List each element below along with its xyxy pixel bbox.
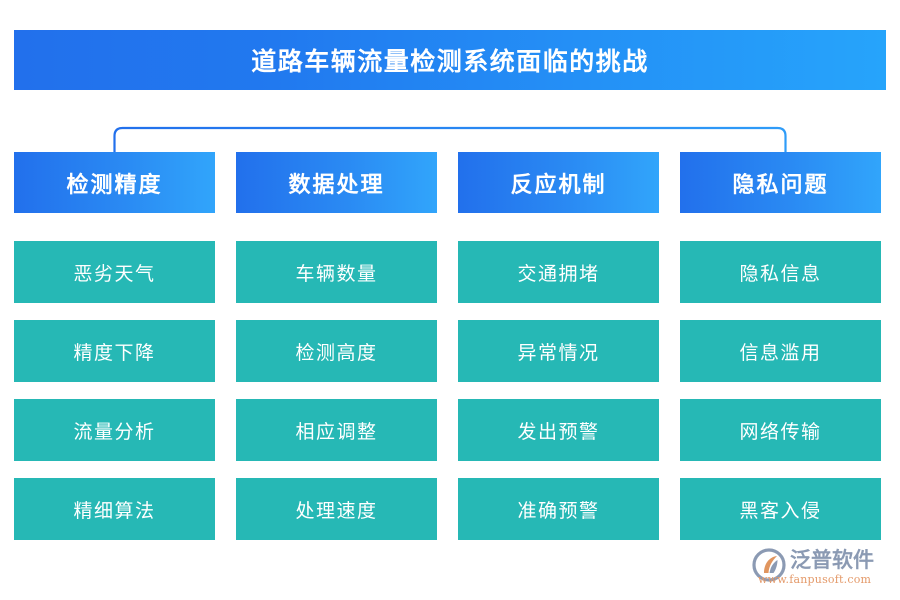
column-header-label: 隐私问题 <box>732 171 829 198</box>
column-4: 隐私问题 隐私信息 信息滥用 网络传输 黑客入侵 <box>680 152 881 540</box>
item-label: 相应调整 <box>295 420 378 443</box>
item-box[interactable]: 异常情况 <box>458 320 659 382</box>
item-label: 检测高度 <box>295 341 378 364</box>
item-label: 恶劣天气 <box>73 262 156 285</box>
column-2: 数据处理 车辆数量 检测高度 相应调整 处理速度 <box>236 152 437 540</box>
connector-bus <box>113 126 787 152</box>
column-3: 反应机制 交通拥堵 异常情况 发出预警 准确预警 <box>458 152 659 540</box>
item-box[interactable]: 精细算法 <box>14 478 215 540</box>
column-header-response-mechanism[interactable]: 反应机制 <box>458 152 659 213</box>
item-box[interactable]: 信息滥用 <box>680 320 881 382</box>
item-label: 隐私信息 <box>739 262 822 285</box>
item-box[interactable]: 交通拥堵 <box>458 241 659 303</box>
column-1: 检测精度 恶劣天气 精度下降 流量分析 精细算法 <box>14 152 215 540</box>
item-label: 准确预警 <box>517 499 600 522</box>
logo-name: 泛普软件 <box>790 548 874 572</box>
item-box[interactable]: 精度下降 <box>14 320 215 382</box>
connector-lines <box>113 90 787 152</box>
page-title: 道路车辆流量检测系统面临的挑战 <box>251 47 649 76</box>
item-label: 车辆数量 <box>295 262 378 285</box>
item-box[interactable]: 隐私信息 <box>680 241 881 303</box>
column-header-label: 检测精度 <box>66 171 163 198</box>
item-label: 精度下降 <box>73 341 156 364</box>
item-label: 异常情况 <box>517 341 600 364</box>
logo-url: www.fanpusoft.com <box>758 573 872 586</box>
item-box[interactable]: 检测高度 <box>236 320 437 382</box>
logo-mark-icon <box>752 548 786 582</box>
item-box[interactable]: 黑客入侵 <box>680 478 881 540</box>
logo-words: 泛普软件 www.fanpusoft.com <box>758 548 874 587</box>
item-box[interactable]: 处理速度 <box>236 478 437 540</box>
item-label: 发出预警 <box>517 420 600 443</box>
item-box[interactable]: 恶劣天气 <box>14 241 215 303</box>
item-box[interactable]: 准确预警 <box>458 478 659 540</box>
item-box[interactable]: 相应调整 <box>236 399 437 461</box>
column-header-label: 反应机制 <box>510 171 607 198</box>
item-box[interactable]: 流量分析 <box>14 399 215 461</box>
column-header-detection-accuracy[interactable]: 检测精度 <box>14 152 215 213</box>
item-label: 交通拥堵 <box>517 262 600 285</box>
column-header-label: 数据处理 <box>288 171 385 198</box>
item-box[interactable]: 车辆数量 <box>236 241 437 303</box>
item-label: 黑客入侵 <box>739 499 822 522</box>
column-header-data-processing[interactable]: 数据处理 <box>236 152 437 213</box>
item-box[interactable]: 发出预警 <box>458 399 659 461</box>
item-label: 流量分析 <box>73 420 156 443</box>
watermark-logo: 泛普软件 www.fanpusoft.com <box>752 548 892 594</box>
columns-container: 检测精度 恶劣天气 精度下降 流量分析 精细算法 数据处理 车辆数量 <box>14 152 886 540</box>
item-label: 网络传输 <box>739 420 822 443</box>
item-label: 处理速度 <box>295 499 378 522</box>
item-box[interactable]: 网络传输 <box>680 399 881 461</box>
column-header-privacy-issues[interactable]: 隐私问题 <box>680 152 881 213</box>
diagram-title-bar: 道路车辆流量检测系统面临的挑战 <box>14 30 886 90</box>
item-label: 精细算法 <box>73 499 156 522</box>
item-label: 信息滥用 <box>739 341 822 364</box>
